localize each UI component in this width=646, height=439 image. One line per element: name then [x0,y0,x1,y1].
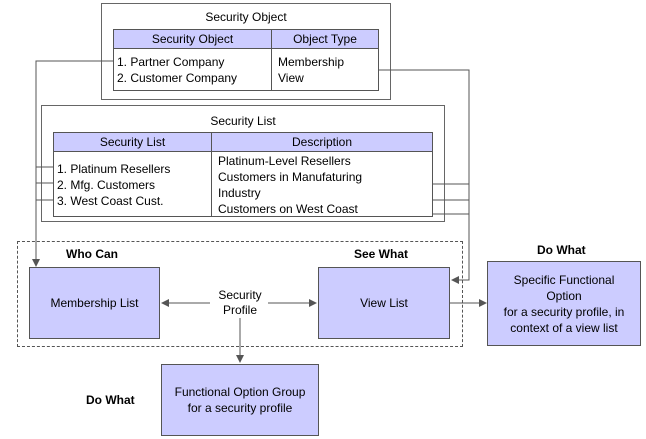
specific-option-line-4: context of a view list [510,320,618,335]
specific-option-line-3: for a security profile, in [503,304,625,319]
column-divider [211,133,212,216]
connector-customer-to-view [379,69,470,284]
security-list-item-3: 3. West Coast Cust. [57,194,164,208]
specific-option-line-1: Specific Functional [513,272,615,287]
header-object-type: Object Type [293,32,357,46]
do-what-label-bottom: Do What [86,393,135,407]
security-object-row-1-name: 1. Partner Company [117,55,225,69]
security-list-item-1: 1. Platinum Resellers [57,162,171,176]
security-profile-label-line-1: Security [218,288,262,302]
security-object-row-1-type: Membership [278,55,345,69]
header-security-object: Security Object [151,32,234,46]
functional-group-line-2: for a security profile [187,401,293,415]
specific-functional-option-node: Specific Functional Option for a securit… [487,261,641,346]
security-list-panel-title: Security List [210,114,276,128]
specific-option-line-2: Option [546,288,582,303]
header-description: Description [291,135,353,149]
view-list-node: View List [318,267,450,339]
description-line-4: Customers on West Coast [218,202,358,216]
do-what-label-right: Do What [537,243,586,257]
security-object-row-2-type: View [278,71,304,85]
security-list-table: Security List Description 1. Platinum Re… [53,132,433,217]
description-line-2: Customers in Manufaturing [218,170,363,184]
security-object-table: Security Object Object Type 1. Partner C… [113,29,379,91]
connector-partner-to-membership [32,60,113,267]
security-object-row-2-name: 2. Customer Company [117,71,238,85]
security-list-item-2: 2. Mfg. Customers [57,178,156,192]
view-list-label: View List [360,296,408,310]
column-divider [271,30,272,90]
header-security-list: Security List [99,135,166,149]
functional-option-group-node: Functional Option Group for a security p… [161,364,319,436]
see-what-label: See What [354,247,409,261]
security-list-header-row [54,133,432,152]
functional-group-line-1: Functional Option Group [174,385,306,399]
security-object-header-row [114,30,378,49]
membership-list-label: Membership List [50,296,139,310]
who-can-label: Who Can [66,247,118,261]
security-profile-label-line-2: Profile [222,303,257,317]
membership-list-node: Membership List [29,267,160,339]
description-line-1: Platinum-Level Resellers [218,154,351,168]
security-object-panel-title: Security Object [205,10,287,24]
description-line-3: Industry [218,186,261,200]
